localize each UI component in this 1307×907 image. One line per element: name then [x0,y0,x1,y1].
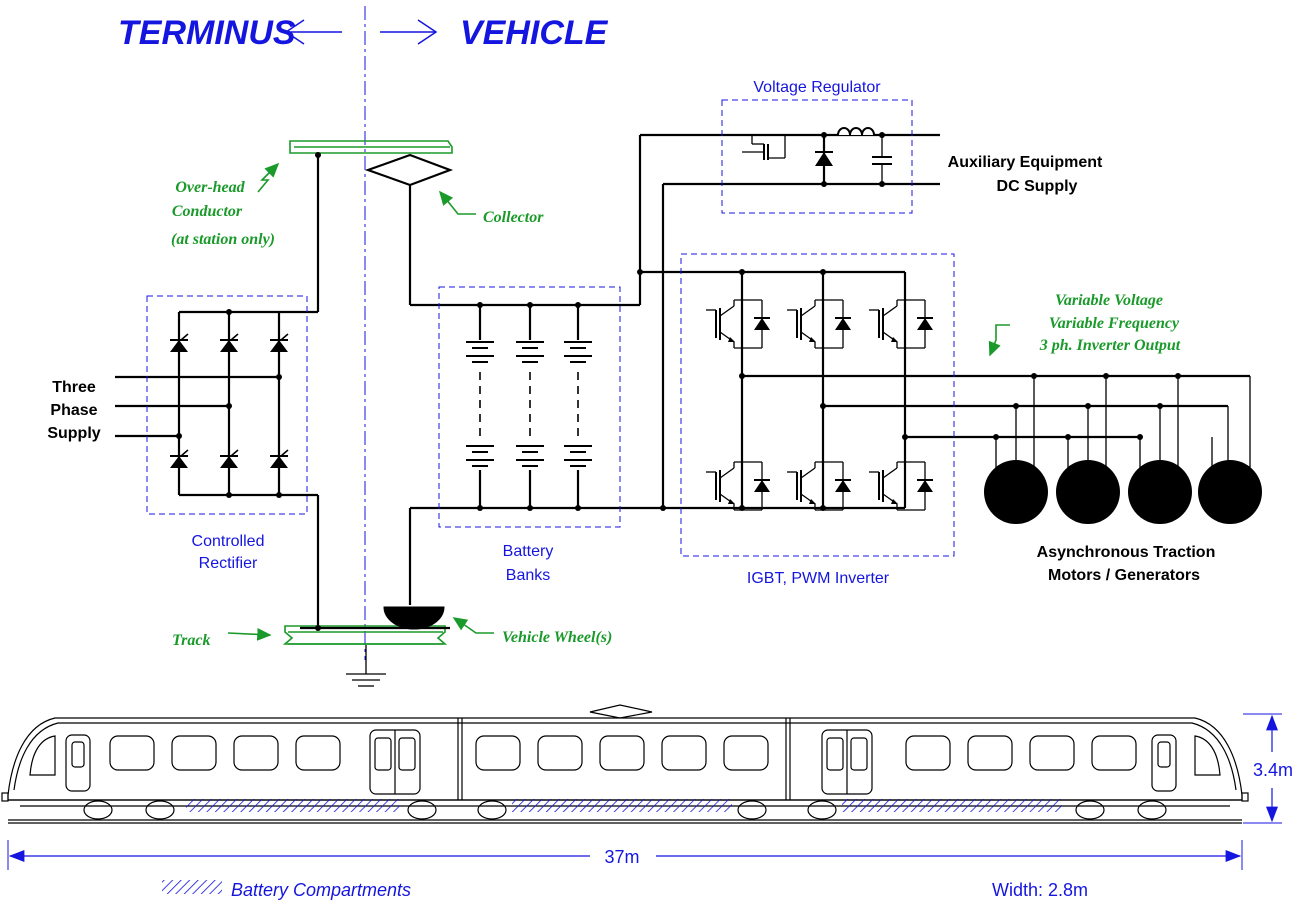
motor-1 [984,460,1048,524]
motors-label-2: Motors / Generators [1048,567,1200,584]
height-label: 3.4m [1253,760,1293,780]
battery-compartment-3 [842,799,1062,812]
three-phase-label-3: Supply [47,425,100,442]
battery-label-2: Banks [506,567,550,584]
wheel-shape [383,606,445,630]
motor-3 [1128,460,1192,524]
inverter-output-label-2: Variable Frequency [1049,315,1180,332]
three-phase-label-1: Three [52,379,96,396]
inverter-output-label-1: Variable Voltage [1055,292,1163,309]
length-dimension [7,840,1243,870]
voltage-regulator-label: Voltage Regulator [753,79,881,96]
inverter-label: IGBT, PWM Inverter [747,570,890,587]
aux-label-2: DC Supply [997,178,1078,195]
collector-arrow-icon [438,190,476,215]
motors-label-1: Asynchronous Traction [1037,544,1216,561]
inverter-box [680,253,955,557]
overhead-arrow-icon [257,162,280,193]
battery-legend-label: Battery Compartments [231,880,411,900]
height-dimension [1243,713,1282,824]
inverter-output-label-3: 3 ph. Inverter Output [1039,337,1181,354]
terminus-label: TERMINUS [118,14,296,52]
battery-compartment-1 [186,799,400,812]
track-label: Track [172,632,211,649]
length-label: 37m [604,847,639,867]
rectifier-label-2: Rectifier [199,555,258,572]
motor-connections [993,373,1251,470]
overhead-label-1: Over-head [175,179,245,196]
wheel-label: Vehicle Wheel(s) [502,629,612,646]
rectifier-box [146,295,308,515]
battery-box [438,286,621,528]
three-phase-label-2: Phase [50,402,97,419]
overhead-label-3: (at station only) [171,231,275,248]
battery-cells [465,341,593,467]
width-label: Width: 2.8m [992,880,1088,900]
track-arrow-icon [227,627,272,641]
collector-label: Collector [483,209,544,226]
vehicle-arrow-icon [380,19,438,45]
ground-icon [346,645,386,687]
inverter-output-arrow-icon [988,324,1010,357]
terminus-arrow-icon [284,19,342,45]
battery-compartment-2 [512,799,732,812]
wheel-arrow-icon [452,617,494,634]
motor-4 [1198,460,1262,524]
battery-legend-swatch [162,880,222,894]
collector-shape [364,153,454,187]
overhead-conductor [289,140,453,154]
regulator-box [721,99,913,214]
motor-2 [1056,460,1120,524]
rectifier-label-1: Controlled [192,533,265,550]
aux-label-1: Auxiliary Equipment [948,154,1103,171]
voltage-regulator-circuit [742,127,892,187]
vehicle-wiring [408,133,940,605]
overhead-label-2: Conductor [172,203,243,220]
battery-label-1: Battery [503,543,554,560]
vehicle-label: VEHICLE [460,14,609,52]
